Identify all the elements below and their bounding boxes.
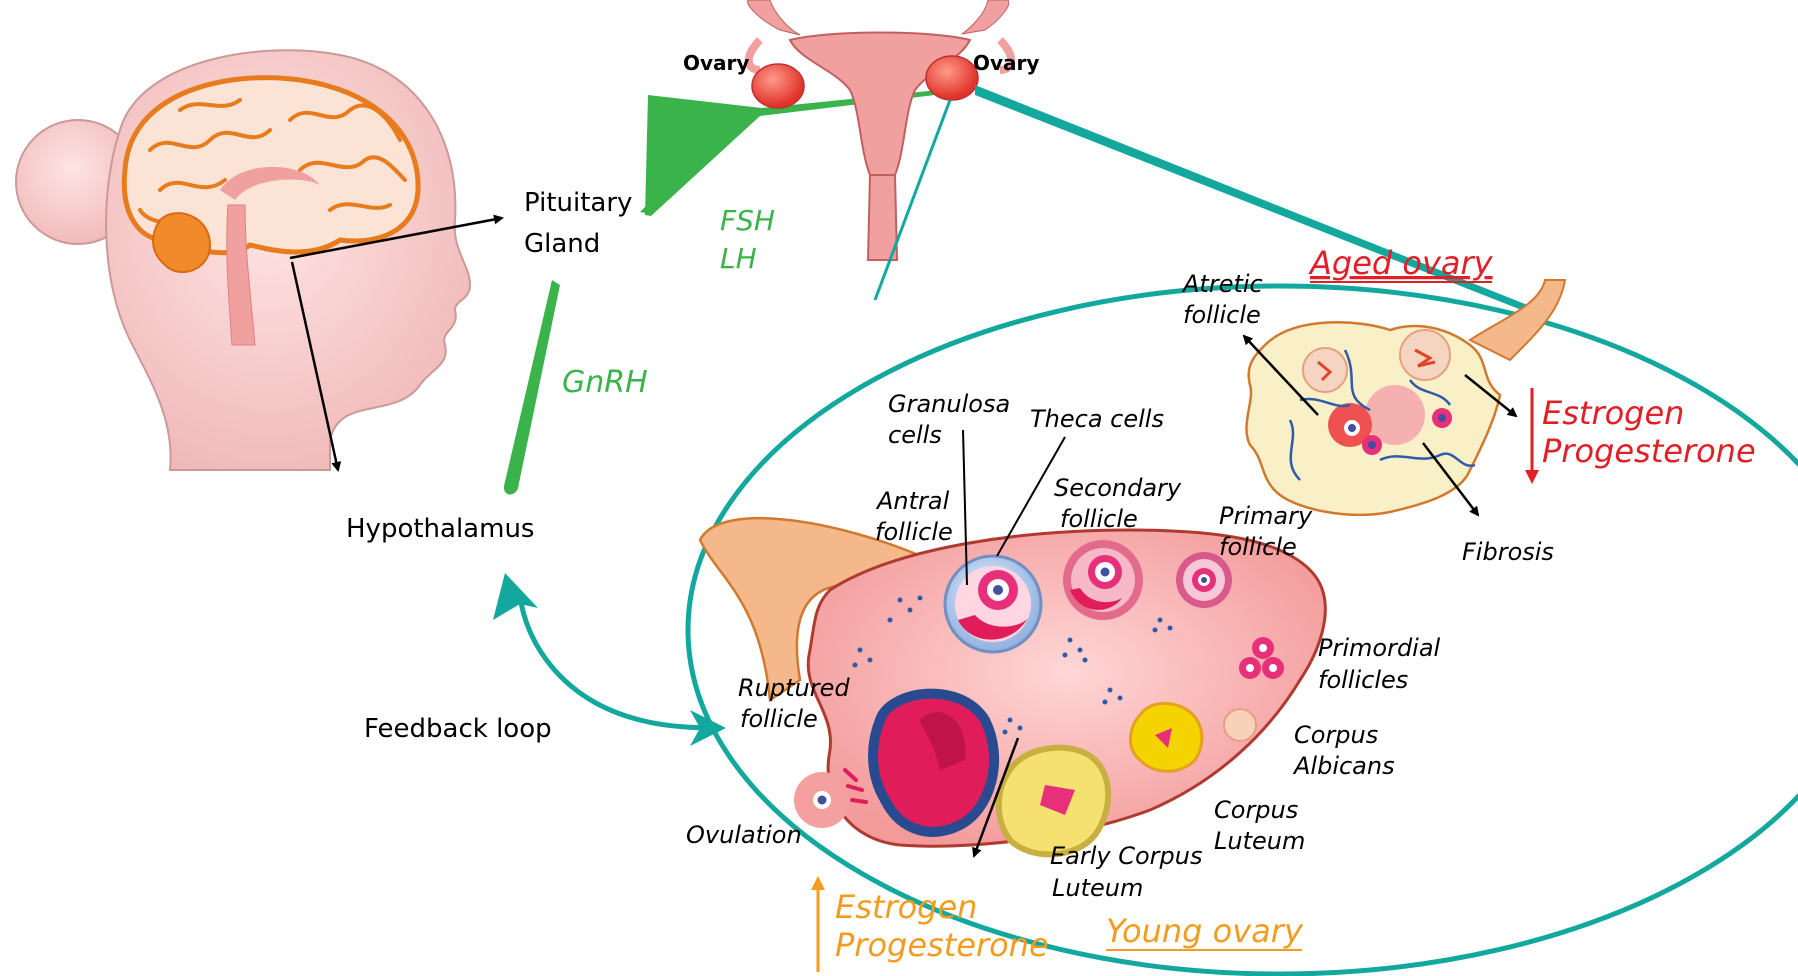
luteum-corpus-label: Luteum — [1214, 827, 1305, 855]
uterus-illustration — [744, 0, 1016, 261]
aged-ovary-title: Aged ovary — [1308, 244, 1494, 282]
estrogen-young-label: Estrogen — [835, 888, 977, 926]
zoom-line-left — [873, 99, 952, 301]
atretic-follicle-label: follicle — [1183, 301, 1261, 329]
albicans-label: Corpus — [1294, 721, 1378, 749]
primordial-follicles-label: follicles — [1318, 666, 1408, 694]
early-luteum-label: Early Corpus — [1050, 842, 1203, 870]
ovary-left-label: Ovary — [683, 51, 749, 75]
luteum-label: Corpus — [1214, 796, 1298, 824]
fibrosis-label: Fibrosis — [1462, 538, 1554, 566]
antral-label: Antral — [875, 487, 950, 515]
hypothalamus-label: Hypothalamus — [346, 514, 534, 544]
zoom-wedge-right — [975, 85, 1542, 318]
ovary-left-icon — [751, 63, 805, 109]
primary-follicle-label: follicle — [1219, 533, 1297, 561]
antral-follicle-label: follicle — [875, 518, 953, 546]
estrogen-aged-label: Estrogen — [1542, 394, 1684, 432]
arrow-atretic — [1242, 334, 1319, 416]
feedback-loop-label: Feedback loop — [364, 714, 552, 744]
ovary-right-icon — [925, 55, 979, 101]
secondary-label: Secondary — [1054, 474, 1182, 502]
primary-label: Primary — [1219, 502, 1313, 530]
early-luteum-corpus-label: Luteum — [1052, 874, 1143, 902]
arrow-to-pituitary — [289, 214, 504, 260]
arrow-fibrosis — [1422, 442, 1480, 517]
progesterone-young-label: Progesterone — [835, 926, 1049, 964]
young-ovary-illustration — [698, 517, 1327, 858]
theca-label: Theca cells — [1030, 405, 1164, 433]
ovary-right-label: Ovary — [973, 51, 1039, 75]
young-ovary-title: Young ovary — [1106, 912, 1304, 950]
lh-label: LH — [720, 242, 757, 275]
arrow-early-luteum — [972, 737, 1020, 858]
pointer-granulosa — [962, 429, 968, 586]
zoom-ellipse — [685, 283, 1798, 976]
feedback-loop-arrow — [517, 594, 726, 746]
ruptured-follicle-label: follicle — [740, 705, 818, 733]
albicans-corpus-label: Albicans — [1292, 752, 1395, 780]
ruptured-label: Ruptured — [738, 674, 850, 702]
primordial-label: Primordial — [1318, 634, 1441, 662]
gland-label: Gland — [524, 229, 600, 259]
head-illustration — [15, 49, 472, 471]
gnrh-label: GnRH — [562, 365, 648, 400]
fsh-lh-wedges — [645, 88, 960, 216]
gnrh-wedge — [503, 280, 560, 495]
fsh-label: FSH — [720, 204, 775, 237]
progesterone-aged-label: Progesterone — [1542, 432, 1756, 470]
ovulation-label: Ovulation — [686, 821, 802, 849]
arrow-aged-right — [1464, 374, 1518, 418]
pointer-theca — [996, 436, 1066, 557]
pituitary-label: Pituitary — [524, 188, 632, 218]
granulosa-cells-label: cells — [888, 421, 942, 449]
secondary-follicle-label: follicle — [1060, 505, 1138, 533]
arrow-to-hypothalamus — [290, 261, 342, 472]
granulosa-label: Granulosa — [888, 390, 1010, 418]
aged-ovary-illustration — [1245, 279, 1567, 517]
atretic-label: Atretic — [1181, 270, 1263, 298]
